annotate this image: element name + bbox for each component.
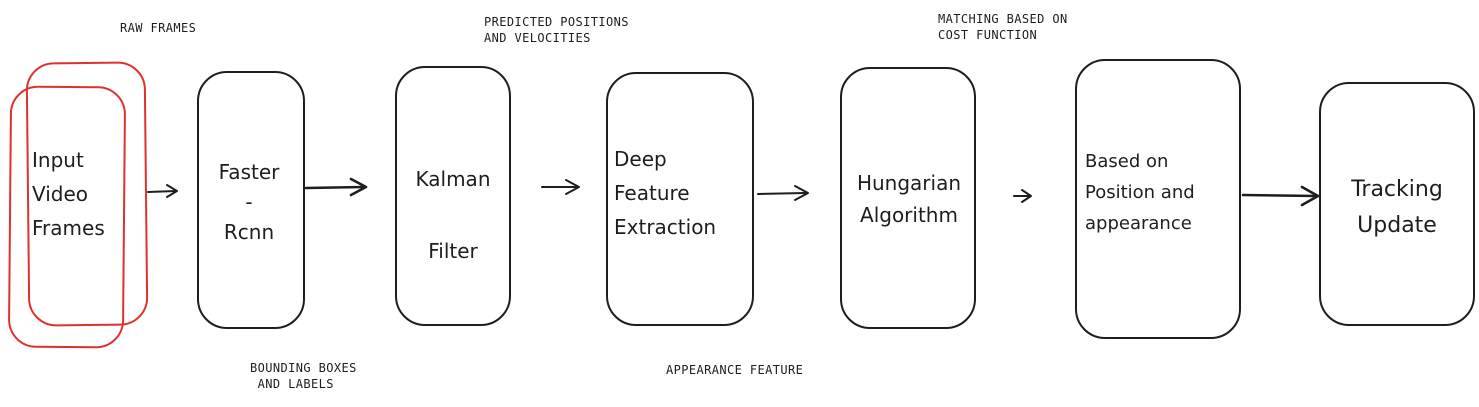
arrow-faster-rcnn-to-kalman (304, 177, 368, 197)
hungarian-label: Hungarian Algorithm (844, 167, 974, 231)
faster-rcnn-line1: Faster (218, 160, 280, 184)
position-appearance-node (1075, 59, 1241, 339)
position-line3: appearance (1085, 213, 1192, 234)
note-predicted-positions: PREDICTED POSITIONS AND VELOCITIES (484, 15, 629, 45)
faster-rcnn-line2: - (245, 190, 253, 214)
tracking-update-node (1319, 82, 1475, 326)
arrow-input-to-faster-rcnn (147, 184, 178, 198)
kalman-line2: Filter (428, 239, 478, 263)
kalman-filter-label: Kalman Filter (398, 143, 508, 287)
input-label: Input Video Frames (32, 143, 105, 245)
input-label-line3: Frames (32, 216, 105, 240)
note-raw-frames: RAW FRAMES (120, 21, 197, 35)
position-line2: Position and (1085, 182, 1195, 203)
arrow-position-to-tracking (1241, 185, 1320, 207)
hungarian-line1: Hungarian (856, 171, 962, 195)
faster-rcnn-label: Faster - Rcnn (208, 157, 290, 247)
note-appearance-feature: APPEARANCE FEATURE (666, 363, 804, 377)
note-matching: MATCHING BASED ON COST FUNCTION (938, 12, 1068, 42)
arrow-deep-feature-to-hungarian (757, 185, 809, 201)
tracking-line2: Update (1357, 213, 1437, 238)
hungarian-line2: Algorithm (860, 203, 958, 227)
faster-rcnn-node (197, 71, 305, 329)
deep-feature-label: Deep Feature Extraction (614, 142, 716, 244)
arrow-kalman-to-deep-feature (541, 179, 580, 195)
position-appearance-label: Based on Position and appearance (1085, 146, 1195, 239)
deep-feature-line2: Feature (614, 181, 690, 205)
input-label-line1: Input (32, 148, 84, 172)
kalman-line1: Kalman (415, 167, 491, 191)
deep-feature-line3: Extraction (614, 215, 717, 239)
input-label-line2: Video (32, 182, 89, 206)
tracking-update-label: Tracking Update (1324, 172, 1470, 244)
deep-feature-node (606, 72, 754, 326)
kalman-filter-node (395, 66, 511, 326)
note-bounding-boxes: BOUNDING BOXES AND LABELS (250, 361, 357, 391)
deep-feature-line1: Deep (614, 147, 667, 171)
hungarian-node (840, 67, 976, 329)
faster-rcnn-line3: Rcnn (223, 220, 275, 244)
tracking-line1: Tracking (1351, 177, 1443, 202)
position-line1: Based on (1085, 151, 1169, 172)
arrow-hungarian-to-position (1013, 189, 1032, 203)
